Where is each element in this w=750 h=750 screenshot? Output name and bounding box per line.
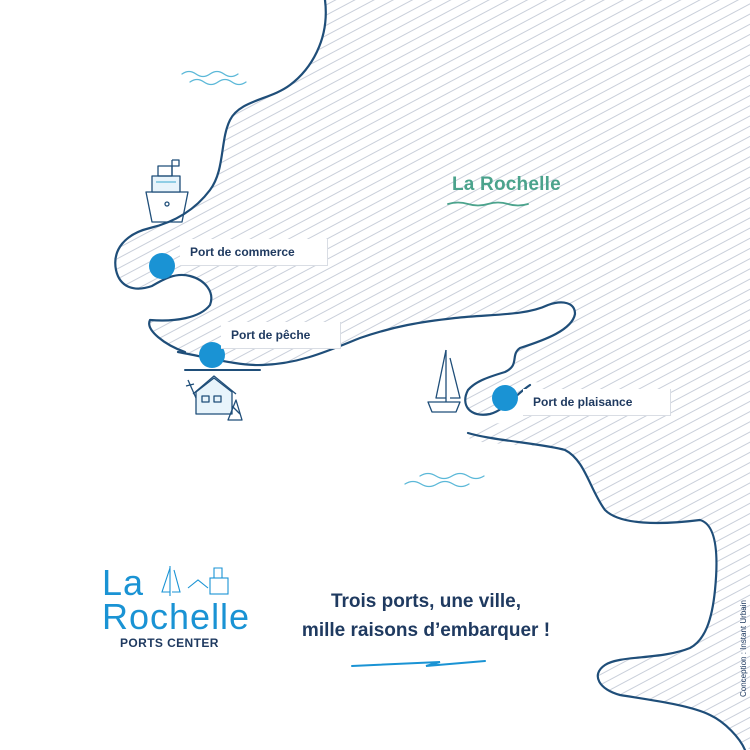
port-label-text: Port de plaisance: [533, 395, 633, 409]
sailboat-icon: [427, 349, 461, 413]
coastline-south: [176, 301, 577, 416]
logo-skyline-icon: [161, 566, 229, 596]
port-label-text: Port de pêche: [231, 328, 311, 342]
tagline-underline: [351, 660, 486, 667]
tagline-line1: Trois ports, une ville,: [330, 591, 522, 612]
port-marker-peche[interactable]: [199, 342, 225, 368]
port-label-plaisance[interactable]: Port de plaisance: [523, 389, 671, 416]
land-area: [115, 0, 750, 750]
design-credit: Conception : Instant Urbain: [739, 600, 748, 697]
tagline-line2: mille raisons d’embarquer !: [301, 620, 551, 641]
coastline: [114, 0, 327, 354]
la-rochelle-ports-center-logo: La Rochelle PORTS CENTER: [100, 560, 260, 655]
port-label-peche[interactable]: Port de pêche: [221, 322, 341, 349]
tagline: Trois ports, une ville, mille raisons d’…: [296, 587, 556, 645]
port-label-text: Port de commerce: [190, 245, 295, 259]
port-label-commerce[interactable]: Port de commerce: [180, 239, 328, 266]
port-marker-plaisance[interactable]: [492, 385, 518, 411]
fishing-harbour-icon: [185, 375, 243, 421]
sea-waves-icon: [181, 70, 485, 488]
city-underline: [447, 201, 529, 207]
logo-text-line3: PORTS CENTER: [120, 636, 219, 650]
city-label: La Rochelle: [452, 174, 561, 195]
coastline-east: [466, 431, 747, 750]
logo-text-line1: La: [102, 562, 145, 603]
port-marker-commerce[interactable]: [149, 253, 175, 279]
cargo-ship-icon: [145, 159, 189, 223]
logo-text-line2: Rochelle: [102, 596, 251, 637]
